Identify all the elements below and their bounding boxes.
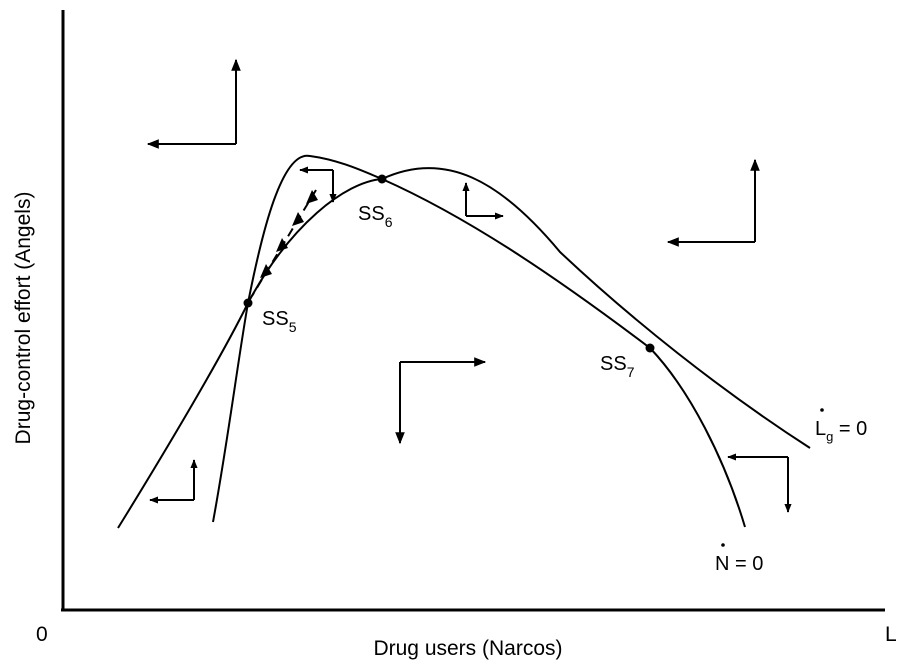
ss5-point bbox=[243, 298, 253, 308]
ss6-point bbox=[377, 174, 387, 184]
n-nullcline-label: N = 0 bbox=[715, 543, 763, 575]
y-axis-label: Drug-control effort (Angels) bbox=[12, 192, 35, 445]
origin-label: 0 bbox=[36, 623, 48, 646]
svg-text:N = 0: N = 0 bbox=[715, 553, 763, 575]
x-axis-end-label: L bbox=[885, 623, 897, 646]
x-axis-label: Drug users (Narcos) bbox=[373, 637, 562, 660]
ss7-point bbox=[645, 343, 655, 353]
svg-text:Lg = 0: Lg = 0 bbox=[815, 418, 867, 444]
ss7-label: SS7 bbox=[600, 353, 635, 380]
ss5-label: SS5 bbox=[262, 308, 297, 335]
lg-nullcline-label: Lg = 0 bbox=[815, 408, 867, 444]
saddle-path-arrowheads bbox=[260, 190, 318, 278]
ss6-label: SS6 bbox=[358, 203, 393, 230]
lg-nullcline-curve bbox=[117, 167, 811, 529]
n-nullcline-curve bbox=[212, 154, 746, 528]
